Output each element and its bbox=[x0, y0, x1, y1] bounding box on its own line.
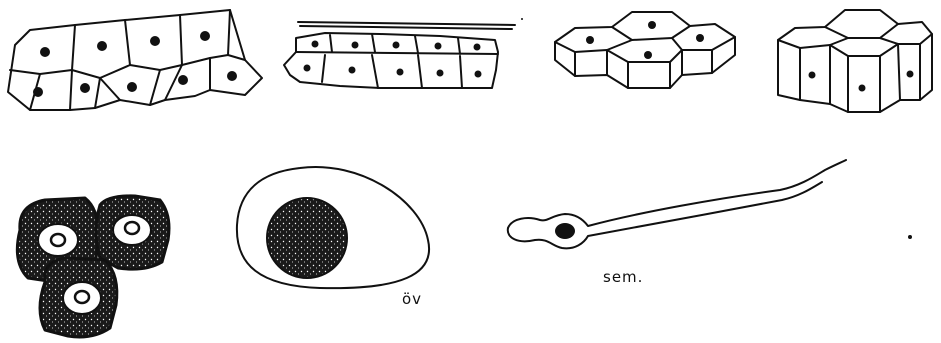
sperm-nucleus bbox=[555, 223, 575, 239]
cuboidal-cells bbox=[555, 12, 735, 88]
stray-dot-2 bbox=[521, 18, 523, 20]
columnar-cells bbox=[778, 10, 932, 112]
brick-nuclei bbox=[304, 41, 482, 78]
brick-epithelium bbox=[284, 22, 515, 88]
columnar-nuclei bbox=[809, 71, 914, 92]
ovum-nucleus bbox=[267, 198, 347, 278]
stratified-epithelium bbox=[8, 10, 262, 110]
cartilage-cells bbox=[17, 196, 169, 337]
ovum-cell bbox=[237, 167, 429, 288]
stratified-nuclei bbox=[33, 31, 237, 97]
ovum-label: öv bbox=[402, 290, 422, 308]
sperm-label: sem. bbox=[603, 268, 643, 286]
stray-dot bbox=[908, 235, 912, 239]
sperm-cell bbox=[508, 18, 912, 248]
